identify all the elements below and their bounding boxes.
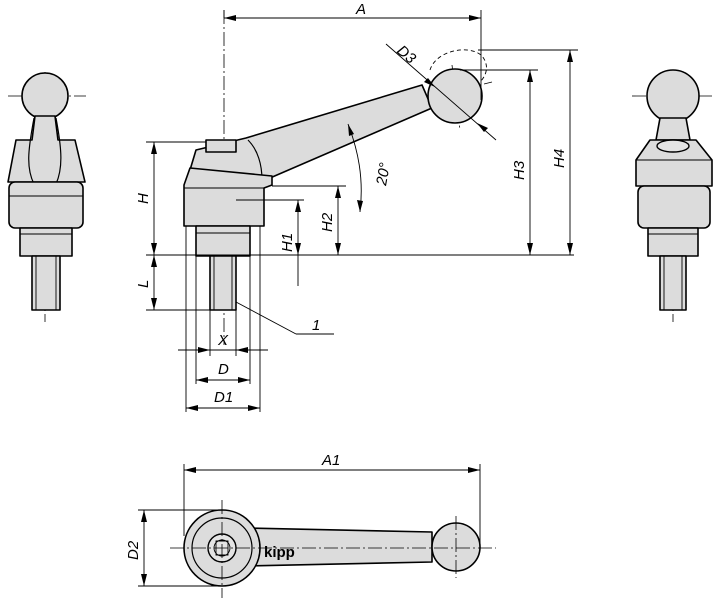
- label-h4: H4: [551, 149, 568, 168]
- label-d2: D2: [125, 540, 142, 560]
- label-d: D: [218, 361, 229, 378]
- label-x: X: [217, 332, 229, 349]
- dimensions: [146, 10, 578, 412]
- top-view: kipp: [138, 464, 496, 598]
- label-a1: A1: [321, 452, 340, 469]
- label-d3: D3: [393, 42, 419, 68]
- right-side-view: [632, 69, 714, 322]
- front-view: [183, 10, 493, 345]
- brand-logo: kipp: [264, 544, 295, 561]
- label-a: A: [355, 1, 366, 18]
- left-side-view: [7, 72, 86, 322]
- label-d1: D1: [214, 389, 233, 406]
- label-angle: 20°: [373, 161, 394, 187]
- label-h1: H1: [279, 233, 296, 252]
- label-h3: H3: [511, 160, 528, 180]
- label-h2: H2: [319, 212, 336, 232]
- dimension-labels: A D3 H L H1 H2 H3 H4 20° 1 X D D1 A1 D2: [125, 1, 568, 560]
- label-h: H: [135, 193, 152, 204]
- label-l: L: [135, 280, 152, 288]
- label-callout-1: 1: [312, 317, 320, 334]
